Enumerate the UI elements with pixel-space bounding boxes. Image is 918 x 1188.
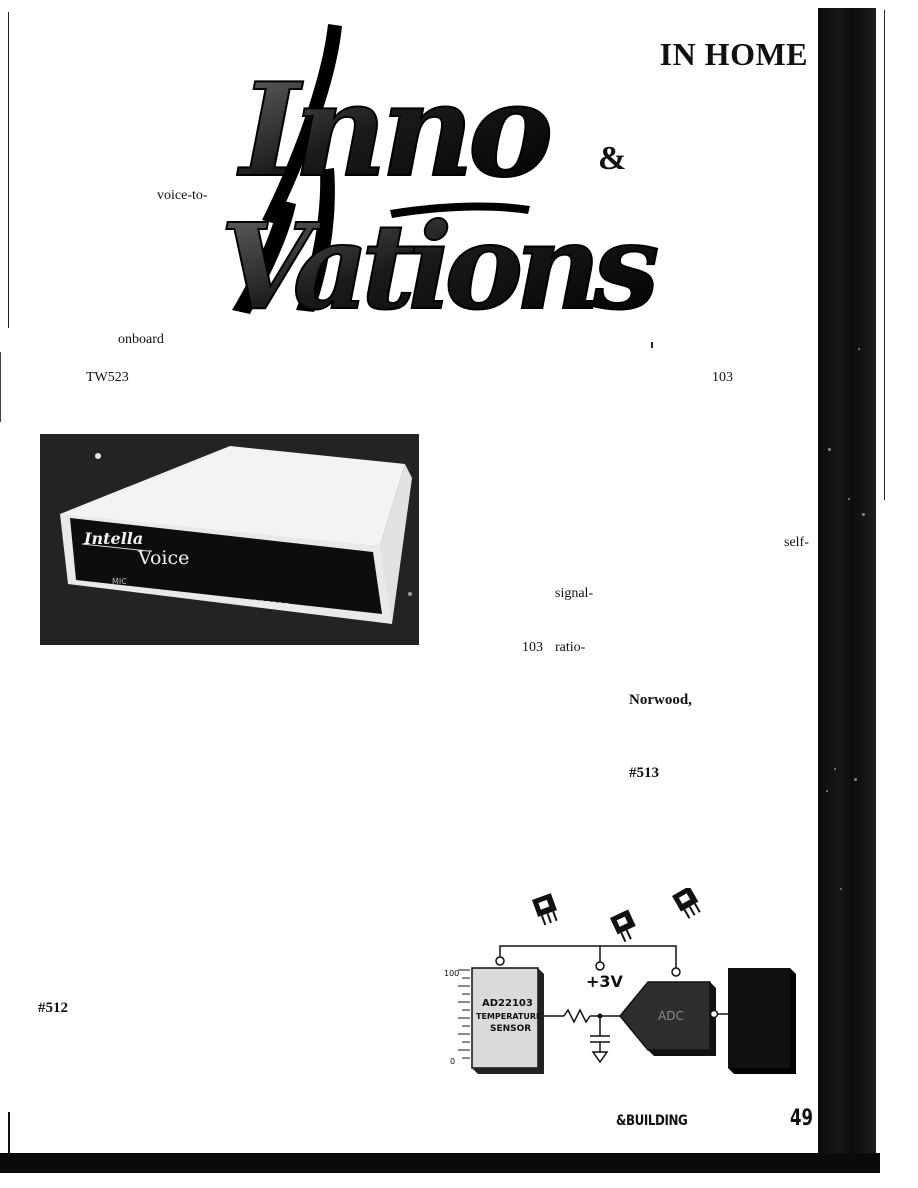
sensor-circuit-diagram: +3V 100 0 AD22103 TEMPERATURE SENSOR ADC [444,888,796,1074]
chip-package-icon [532,893,558,926]
panel-label-mic: MIC [112,577,127,586]
supply-voltage-label: +3V [586,972,624,991]
innovations-logo: Inno Vations [219,24,667,337]
text-fragment: 103 [712,370,733,385]
bottom-edge-bar [0,1153,880,1173]
text-fragment: onboard [118,332,164,347]
adc-label: ADC [658,1009,684,1023]
reader-service-number: #512 [38,1000,68,1016]
section-title: IN HOME [659,36,808,72]
magazine-name: &BUILDING [616,1113,688,1129]
chip-package-icon [672,888,701,919]
text-fragment: voice-to- [157,188,208,203]
intellavoice-unit-image: Intella Voice MIC RECORD [40,434,419,645]
text-fragment: self- [784,535,809,550]
scale-bottom-label: 0 [450,1057,455,1066]
right-margin-rule [884,10,885,500]
scale-top-label: 100 [444,969,459,978]
brand-prefix: Intella [83,529,143,548]
left-margin-mark [8,12,9,328]
sensor-label: SENSOR [490,1024,531,1034]
text-fragment: ratio- [555,640,586,655]
stray-mark [651,342,653,348]
title-ampersand: & [598,140,627,177]
product-photo: Intella Voice MIC RECORD [40,434,419,645]
text-fragment: TW523 [86,370,129,385]
logo-line-2: Vations [220,197,658,336]
left-margin-mark [0,352,1,422]
sensor-label: TEMPERATURE [476,1012,542,1021]
text-fragment: signal- [555,586,594,601]
logo-line-1: Inno [237,56,550,206]
reader-service-number: #513 [629,765,659,781]
page-number: 49 [790,1106,813,1131]
sensor-label: AD22103 [482,998,533,1009]
panel-label-record: RECORD [252,599,291,613]
text-fragment: 103 [522,640,543,655]
chip-package-icon [610,909,636,943]
left-margin-mark [8,1112,10,1156]
brand-suffix: Voice [137,547,189,569]
page-edge-strip [818,8,876,1156]
text-fragment: Norwood, [629,692,692,708]
